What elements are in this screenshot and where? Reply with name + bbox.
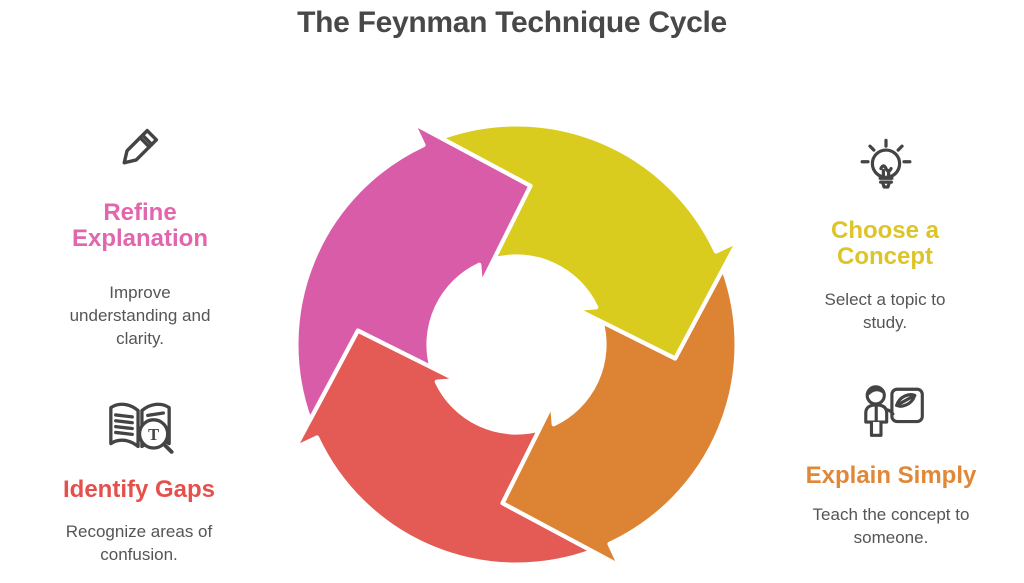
step-description-explain-simply: Teach the concept to someone. <box>812 505 970 547</box>
step-heading-identify-gaps: Identify Gaps <box>62 476 216 503</box>
step-heading-explain-simply: Explain Simply <box>805 462 977 489</box>
lightbulb-icon <box>860 138 912 189</box>
step-description-choose-a-concept: Select a topic to study. <box>824 290 946 332</box>
magnifier-letter: T <box>148 425 159 444</box>
step-heading-choose-a-concept: Choose a Concept <box>830 217 940 270</box>
pencil-icon <box>122 128 159 165</box>
step-heading-refine-explanation: Refine Explanation <box>71 199 209 252</box>
page-title: The Feynman Technique Cycle <box>297 6 727 39</box>
presentation-board-icon <box>864 385 924 437</box>
cycle-diagram <box>265 93 768 583</box>
step-description-refine-explanation: Improve understanding and clarity. <box>69 283 211 348</box>
step-description-identify-gaps: Recognize areas of confusion. <box>65 522 213 564</box>
book-magnifier-icon: T <box>109 402 174 454</box>
